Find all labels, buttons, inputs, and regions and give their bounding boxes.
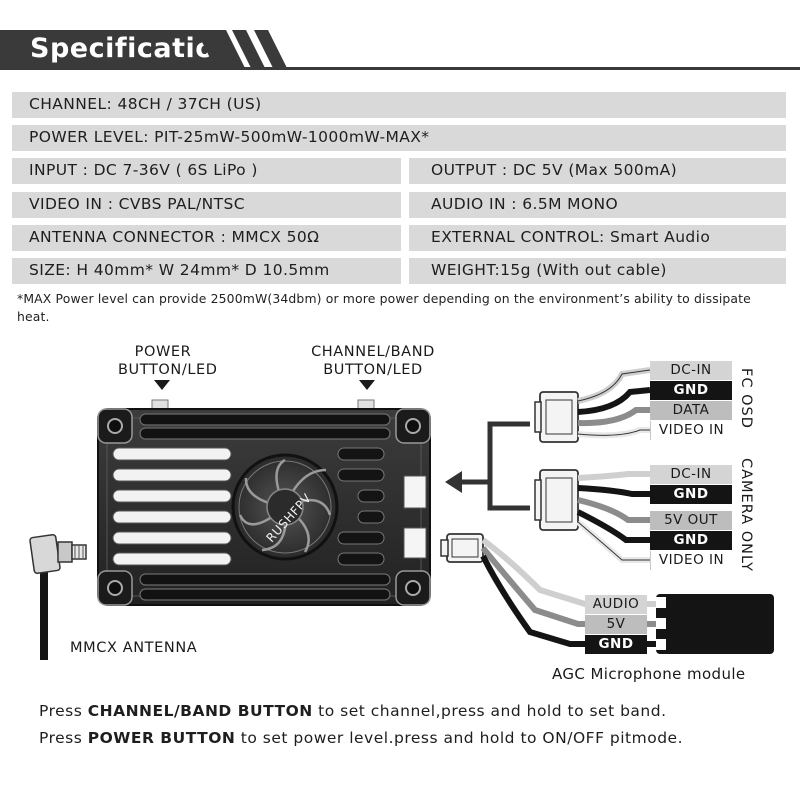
spec-size: SIZE: H 40mm* W 24mm* D 10.5mm (29, 261, 330, 279)
camera-wires (576, 471, 650, 563)
camera-wire-5v-out: 5V OUT (650, 511, 732, 530)
instruction-text: to set channel,press and hold to set ban… (312, 702, 667, 720)
spec-row-weight: WEIGHT:15g (With out cable) (409, 258, 786, 284)
spec-header: Specification (0, 30, 300, 70)
spec-row-video-in: VIDEO IN : CVBS PAL/NTSC (12, 192, 401, 218)
instruction-emphasis: POWER BUTTON (87, 729, 236, 747)
instruction-text: Press (39, 729, 88, 747)
spec-row-size: SIZE: H 40mm* W 24mm* D 10.5mm (12, 258, 401, 284)
mic-wire-5v: 5V (585, 615, 647, 634)
spec-row-input: INPUT : DC 7-36V ( 6S LiPo ) (12, 158, 401, 184)
power-label-line2: BUTTON/LED (118, 362, 218, 378)
vtx-device (97, 408, 431, 606)
antenna-label: MMCX ANTENNA (70, 640, 198, 656)
spec-video-in: VIDEO IN : CVBS PAL/NTSC (29, 195, 245, 213)
fc-osd-wire-dc-in: DC-IN (650, 361, 732, 380)
mic-wire-audio: AUDIO (585, 595, 647, 614)
spec-row-output: OUTPUT : DC 5V (Max 500mA) (409, 158, 786, 184)
connect-arrow-icon (458, 421, 530, 511)
arrow-head-icon (445, 471, 462, 493)
camera-plug (534, 469, 579, 531)
spec-channel: CHANNEL: 48CH / 37CH (US) (29, 95, 262, 113)
spec-row-channel: CHANNEL: 48CH / 37CH (US) (12, 92, 786, 118)
spec-row-audio-in: AUDIO IN : 6.5M MONO (409, 192, 786, 218)
fc-osd-wire-data: DATA (650, 401, 732, 420)
mic-module (656, 594, 774, 654)
instruction-text: Press (39, 702, 88, 720)
mic-plug (440, 533, 484, 563)
camera-wire-gnd-2: GND (650, 531, 732, 550)
power-button-label: POWER BUTTON/LED (118, 343, 218, 379)
fc-osd-wire-video-in: VIDEO IN (650, 421, 732, 440)
header-title-box (0, 30, 226, 70)
cooling-fan-icon (231, 453, 339, 561)
channel-button-nub (357, 399, 375, 410)
fc-osd-wire-gnd: GND (650, 381, 732, 400)
spec-row-antenna-connector: ANTENNA CONNECTOR : MMCX 50Ω (12, 225, 401, 251)
power-footnote: *MAX Power level can provide 2500mW(34db… (17, 291, 751, 324)
header-stripes-decoration (196, 30, 288, 70)
channel-button-label: CHANNEL/BAND BUTTON/LED (298, 343, 448, 379)
camera-wire-dc-in: DC-IN (650, 465, 732, 484)
mic-module-label: AGC Microphone module (552, 665, 746, 683)
spec-output: OUTPUT : DC 5V (Max 500mA) (431, 161, 678, 179)
camera-wire-gnd: GND (650, 485, 732, 504)
instruction-power: Press POWER BUTTON to set power level.pr… (39, 729, 683, 747)
camera-title: CAMERA ONLY (738, 458, 754, 573)
connector-slot (403, 527, 427, 559)
spec-input: INPUT : DC 7-36V ( 6S LiPo ) (29, 161, 258, 179)
spec-audio-in: AUDIO IN : 6.5M MONO (431, 195, 619, 213)
spec-external-control: EXTERNAL CONTROL: Smart Audio (431, 228, 711, 246)
instruction-emphasis: CHANNEL/BAND BUTTON (87, 702, 313, 720)
mic-wire-gnd: GND (585, 635, 647, 654)
power-button-nub (151, 399, 169, 410)
spec-row-external-control: EXTERNAL CONTROL: Smart Audio (409, 225, 786, 251)
spec-weight: WEIGHT:15g (With out cable) (431, 261, 667, 279)
channel-label-line1: CHANNEL/BAND (311, 344, 435, 360)
page-title: Specification (30, 33, 235, 64)
instruction-text: to set power level.press and hold to ON/… (235, 729, 684, 747)
fc-osd-title: FC OSD (738, 368, 754, 429)
fc-osd-plug (534, 391, 579, 443)
power-pointer-icon (154, 380, 170, 390)
camera-wire-video-in: VIDEO IN (650, 551, 732, 570)
mic-wires (480, 537, 660, 647)
connector-slot (403, 475, 427, 509)
mmcx-antenna-icon (29, 534, 87, 660)
fc-osd-wires (577, 367, 651, 439)
power-label-line1: POWER (134, 344, 192, 360)
spec-power-level: POWER LEVEL: PIT-25mW-500mW-1000mW-MAX* (29, 128, 430, 146)
header-rule (0, 67, 800, 70)
channel-pointer-icon (359, 380, 375, 390)
channel-label-line2: BUTTON/LED (323, 362, 423, 378)
instruction-channel: Press CHANNEL/BAND BUTTON to set channel… (39, 702, 667, 720)
spec-antenna-connector: ANTENNA CONNECTOR : MMCX 50Ω (29, 228, 320, 246)
spec-row-power-level: POWER LEVEL: PIT-25mW-500mW-1000mW-MAX* (12, 125, 786, 151)
